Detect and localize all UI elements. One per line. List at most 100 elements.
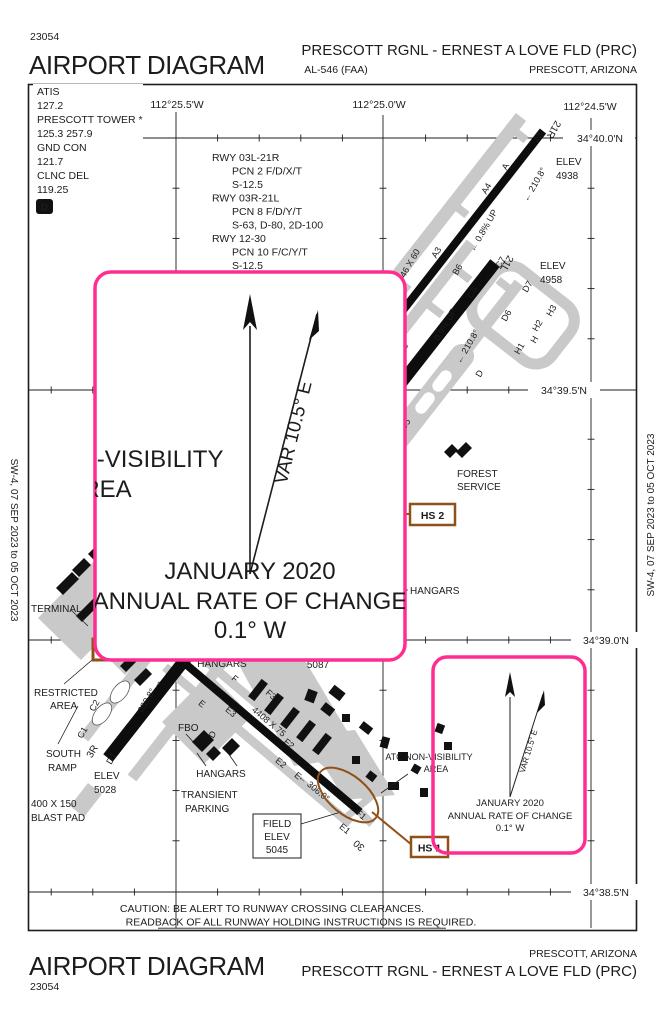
latitude-label: 34°40.0'N bbox=[577, 133, 623, 145]
sidebar-right-edition: SW-4, 07 SEP 2023 to 05 OCT 2023 bbox=[646, 433, 657, 596]
runway-data-block: RWY 03L-21R PCN 2 F/D/X/T S-12.5 RWY 03R… bbox=[212, 152, 323, 272]
caution-note: CAUTION: BE ALERT TO RUNWAY CROSSING CLE… bbox=[120, 903, 476, 929]
restricted-area-label2: AREA bbox=[50, 701, 78, 712]
taxiway-label-H1: H1 bbox=[512, 341, 526, 356]
runway-gradient: ← 0.8% UP bbox=[467, 208, 499, 254]
taxiway-label-E-east: E bbox=[292, 770, 303, 782]
chart-number-top: 23054 bbox=[30, 31, 59, 43]
fbo-buildings bbox=[192, 730, 240, 761]
taxiway-label-D7: D7 bbox=[520, 279, 534, 294]
tower-freq: 125.3 257.9 bbox=[37, 128, 93, 140]
taxiway-label-D6: D6 bbox=[499, 308, 513, 323]
longitude-labels: 112°25.5'W 112°25.0'W 112°24.5'W bbox=[150, 99, 616, 113]
clearance-freq: 119.25 bbox=[37, 184, 68, 196]
taxiway-label-E: E bbox=[196, 698, 207, 710]
restricted-area-label: RESTRICTED bbox=[34, 688, 98, 699]
field-elev-label1: FIELD bbox=[263, 819, 291, 830]
elev-rwy12-value-clipped: 5087 bbox=[307, 660, 330, 671]
north-arrow-icon bbox=[505, 672, 515, 697]
fbo-label: FBO bbox=[178, 723, 199, 734]
taxiway-label-H3: H3 bbox=[544, 303, 558, 318]
taxiway-label-H2: H2 bbox=[530, 318, 544, 333]
rwy-row: PCN 8 F/D/Y/T bbox=[232, 206, 303, 218]
variation-rate-label: ANNUAL RATE OF CHANGE bbox=[448, 811, 573, 822]
transient-parking-label: TRANSIENT bbox=[181, 790, 238, 801]
blast-pad-label: 400 X 150 bbox=[31, 799, 77, 810]
taxiway-label-D1: D1 bbox=[104, 751, 118, 766]
elev-21R-label: ELEV bbox=[556, 157, 582, 168]
hangar-row-buildings bbox=[248, 678, 332, 756]
rwy-row: S-12.5 bbox=[232, 179, 263, 191]
south-ramp-label: SOUTH bbox=[46, 749, 81, 760]
terminal-label: TERMINAL bbox=[31, 604, 82, 615]
rwy-row: PCN 10 F/C/Y/T bbox=[232, 247, 308, 259]
taxiway-label-A3: A3 bbox=[429, 245, 443, 260]
clearance-delivery-icon bbox=[36, 199, 53, 214]
variation-rate-value: 0.1° W bbox=[496, 823, 525, 834]
elev-21L-value: 4958 bbox=[540, 275, 563, 286]
variation-arrow-icon bbox=[537, 690, 545, 713]
taxiway-label-D: D bbox=[473, 368, 485, 379]
caution-line1: CAUTION: BE ALERT TO RUNWAY CROSSING CLE… bbox=[120, 903, 424, 915]
rwy-row: S-63, D-80, 2D-100 bbox=[232, 220, 323, 232]
rwy-row: RWY 03L-21R bbox=[212, 152, 280, 164]
elev-3R-label: ELEV bbox=[94, 771, 120, 782]
caution-line2: READBACK OF ALL RUNWAY HOLDING INSTRUCTI… bbox=[126, 917, 477, 929]
runway-end-3R: 3R bbox=[85, 743, 101, 760]
ground-freq: 121.7 bbox=[37, 156, 63, 168]
airport-title-top: PRESCOTT RGNL - ERNEST A LOVE FLD (PRC) bbox=[301, 42, 637, 59]
field-elev-value: 5045 bbox=[266, 845, 289, 856]
latitude-labels: 34°40.0'N 34°39.5'N 34°39.0'N 34°38.5'N bbox=[528, 130, 639, 900]
atis-freq: 127.2 bbox=[37, 100, 63, 112]
runway-12-30 bbox=[172, 651, 363, 816]
tower-label: PRESCOTT TOWER * bbox=[37, 114, 143, 126]
magnifier-source-frame[interactable] bbox=[431, 655, 587, 855]
rwy-row: RWY 03R-21L bbox=[212, 193, 279, 205]
page-title: AIRPORT DIAGRAM bbox=[29, 50, 265, 80]
inset-variation-arrow-icon bbox=[309, 310, 319, 340]
procedure-id: AL-546 (FAA) bbox=[304, 64, 368, 76]
hotspot-circle bbox=[316, 766, 380, 824]
elev-3R-value: 5028 bbox=[94, 785, 117, 796]
rwy-row: RWY 12-30 bbox=[212, 233, 266, 245]
blast-pad-label2: BLAST PAD bbox=[31, 813, 85, 824]
city-state-bottom: PRESCOTT, ARIZONA bbox=[529, 948, 637, 960]
runway-end-21R: 21R bbox=[544, 119, 563, 140]
taxiway-label-A4: A4 bbox=[479, 181, 493, 196]
sidebar-left-edition: SW-4, 07 SEP 2023 to 05 OCT 2023 bbox=[8, 459, 19, 622]
city-state-top: PRESCOTT, ARIZONA bbox=[529, 64, 637, 76]
taxiway-label-C6: C6 bbox=[465, 285, 479, 300]
chart-border bbox=[27, 83, 638, 932]
longitude-label: 112°25.5'W bbox=[150, 99, 203, 111]
taxiway-label-D-sw: D bbox=[206, 729, 218, 740]
variation-date: JANUARY 2020 bbox=[476, 798, 544, 809]
field-elev-label2: ELEV bbox=[264, 832, 290, 843]
clearance-delivery-icon-letter: D bbox=[41, 203, 48, 214]
atc-non-visibility-label2: AREA bbox=[424, 764, 449, 774]
taxiway-labels: A5 A A4 A3 B6 C7 C6 C D7 D6 D5 D H3 H2 H… bbox=[75, 129, 558, 836]
rwy-row: PCN 2 F/D/X/T bbox=[232, 166, 303, 178]
runway-end-30: 30 bbox=[351, 837, 367, 853]
forest-service-label: FOREST bbox=[457, 469, 498, 480]
clearance-label: CLNC DEL bbox=[37, 170, 89, 182]
latitude-label: 34°38.5'N bbox=[583, 887, 629, 899]
longitude-label: 112°25.0'W bbox=[352, 99, 405, 111]
inset-variation-date: JANUARY 2020 bbox=[164, 558, 335, 585]
taxiway-label-C1: C1 bbox=[75, 725, 89, 740]
hangars-label-clipped: HANGARS bbox=[197, 659, 247, 670]
inset-atc-label-clipped: ATC NON-VISIBILITY bbox=[0, 446, 223, 473]
chart-number-bottom: 23054 bbox=[30, 981, 59, 993]
atc-non-visibility-label: ATC NON-VISIBILITY bbox=[385, 752, 472, 762]
taxiway-label-H: H bbox=[528, 334, 540, 345]
variation-value: VAR 10.5° E bbox=[518, 729, 540, 774]
inset-variation-rate-label: ANNUAL RATE OF CHANGE bbox=[93, 588, 408, 615]
magnified-inset[interactable]: ATC NON-VISIBILITY AREA VAR 10.5° E JANU… bbox=[0, 270, 408, 662]
hs2-label: HS 2 bbox=[421, 510, 445, 522]
airport-title-bottom: PRESCOTT RGNL - ERNEST A LOVE FLD (PRC) bbox=[301, 963, 637, 980]
taxiway-label-C7: C7 bbox=[493, 255, 507, 270]
taxiway-label-C2: C2 bbox=[87, 698, 101, 713]
atis-label: ATIS bbox=[37, 86, 60, 98]
inset-atc-label2-clipped: AREA bbox=[66, 476, 131, 503]
